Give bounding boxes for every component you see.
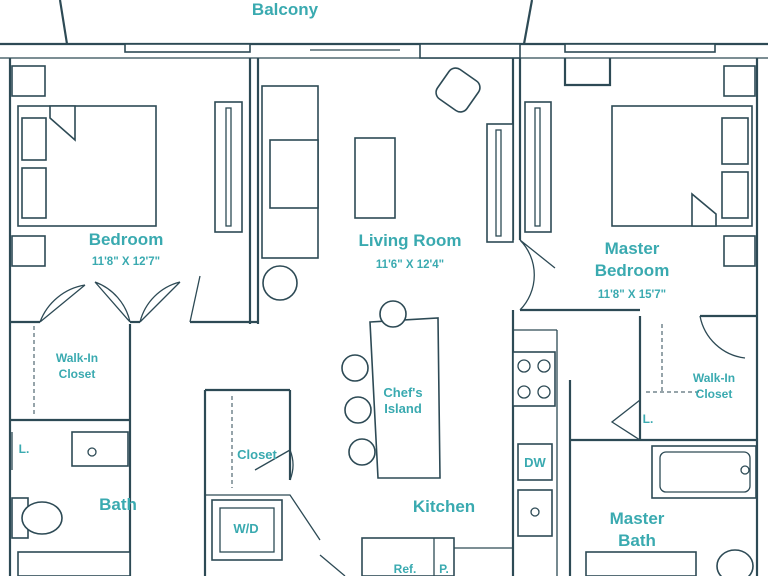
label-dishwasher: DW [524,455,546,470]
label-bath: Bath [99,495,137,514]
label-kitchen: Kitchen [413,497,475,516]
label-living-room-dimensions: 11'6" X 12'4" [376,259,444,271]
master-bedroom-furniture [524,65,756,267]
bath-fixtures [11,431,757,576]
label-chefs-island-line2: Island [384,401,422,416]
label-washer-dryer: W/D [233,521,258,536]
doors [39,239,750,576]
label-master-bedroom-line2: Bedroom [595,261,670,280]
label-balcony: Balcony [252,0,319,19]
label-master-bath-line1: Master [610,509,665,528]
label-bedroom-dimensions: 11'8" X 12'7" [92,256,160,268]
label-master-bedroom-line1: Master [605,239,660,258]
label-master-bath-line2: Bath [618,531,656,550]
label-living-room: Living Room [359,231,462,250]
closets [11,324,700,488]
label-closet: Closet [237,447,277,462]
bedroom-furniture [11,65,243,267]
label-linen-right: L. [643,412,654,426]
label-linen-left: L. [19,442,30,456]
label-chefs-island-line1: Chef's [383,385,422,400]
balcony-outline [58,0,534,45]
label-master-bedroom-dimensions: 11'8" X 15'7" [598,289,666,301]
label-bedroom: Bedroom [89,230,164,249]
label-pantry: P. [439,562,449,576]
label-walk-in-closet-right-line1: Walk-In [693,371,735,385]
label-refrigerator: Ref. [394,562,417,576]
label-walk-in-closet-left-line1: Walk-In [56,351,98,365]
labels: Balcony Bedroom 11'8" X 12'7" Living Roo… [19,0,735,576]
label-walk-in-closet-right-line2: Closet [696,387,733,401]
kitchen-fixtures [341,300,558,576]
living-furniture [261,67,514,301]
label-walk-in-closet-left-line2: Closet [59,367,96,381]
